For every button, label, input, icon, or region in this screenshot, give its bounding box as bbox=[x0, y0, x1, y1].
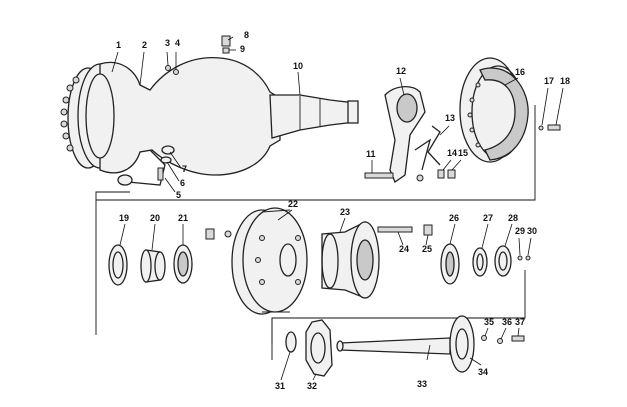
callout-6: 6 bbox=[180, 178, 185, 188]
callout-18: 18 bbox=[560, 76, 570, 86]
callout-labels: 1 2 3 4 5 6 7 8 9 10 11 12 13 14 15 16 1… bbox=[116, 30, 570, 391]
callout-35: 35 bbox=[484, 317, 494, 327]
brake-drum bbox=[231, 207, 308, 315]
callout-5: 5 bbox=[176, 190, 181, 200]
callout-31: 31 bbox=[275, 381, 285, 391]
gasket-32 bbox=[305, 319, 333, 377]
callout-33: 33 bbox=[417, 379, 427, 389]
fasteners-35-37 bbox=[481, 335, 525, 344]
leader-lines bbox=[111, 36, 564, 366]
callout-17: 17 bbox=[544, 76, 554, 86]
callout-29: 29 bbox=[515, 226, 525, 236]
callout-15: 15 bbox=[458, 148, 468, 158]
callout-34: 34 bbox=[478, 367, 488, 377]
callout-8: 8 bbox=[244, 30, 249, 40]
flange-bolts bbox=[60, 76, 80, 152]
callout-37: 37 bbox=[515, 317, 525, 327]
callout-32: 32 bbox=[307, 381, 317, 391]
callout-7: 7 bbox=[182, 164, 187, 174]
bearing-26 bbox=[440, 243, 460, 285]
callout-27: 27 bbox=[483, 213, 493, 223]
callout-26: 26 bbox=[449, 213, 459, 223]
callout-20: 20 bbox=[150, 213, 160, 223]
callout-14: 14 bbox=[447, 148, 457, 158]
callout-24: 24 bbox=[399, 244, 409, 254]
wheel-hub bbox=[321, 221, 380, 299]
callout-13: 13 bbox=[445, 113, 455, 123]
callout-21: 21 bbox=[178, 213, 188, 223]
callout-28: 28 bbox=[508, 213, 518, 223]
callout-23: 23 bbox=[340, 207, 350, 217]
backing-plate-holes bbox=[467, 82, 481, 148]
stud-nut-24-25 bbox=[377, 224, 433, 236]
callout-1: 1 bbox=[116, 40, 121, 50]
callout-4: 4 bbox=[175, 38, 180, 48]
drum-bolt-holes bbox=[255, 235, 301, 285]
callout-2: 2 bbox=[142, 40, 147, 50]
bearing-21 bbox=[173, 244, 193, 284]
bearing-27 bbox=[472, 247, 488, 277]
assembly-frame-lines bbox=[95, 105, 536, 360]
bearing-20 bbox=[140, 249, 166, 283]
callout-25: 25 bbox=[422, 244, 432, 254]
callout-3: 3 bbox=[165, 38, 170, 48]
nut-28 bbox=[494, 245, 512, 277]
callout-19: 19 bbox=[119, 213, 129, 223]
brake-shoe-assembly bbox=[459, 57, 561, 163]
callout-22: 22 bbox=[288, 199, 298, 209]
callout-10: 10 bbox=[293, 61, 303, 71]
seal-31 bbox=[285, 331, 297, 353]
bolt-washer-14-15 bbox=[205, 228, 232, 240]
callout-11: 11 bbox=[366, 149, 376, 159]
axle-housing bbox=[60, 35, 359, 186]
seal-19 bbox=[108, 244, 128, 286]
callout-30: 30 bbox=[527, 226, 537, 236]
callout-9: 9 bbox=[240, 44, 245, 54]
brake-bracket bbox=[364, 86, 456, 183]
leader-lines-small bbox=[164, 125, 532, 381]
callout-16: 16 bbox=[515, 67, 525, 77]
callout-12: 12 bbox=[396, 66, 406, 76]
half-shaft bbox=[336, 315, 475, 373]
callout-36: 36 bbox=[502, 317, 512, 327]
